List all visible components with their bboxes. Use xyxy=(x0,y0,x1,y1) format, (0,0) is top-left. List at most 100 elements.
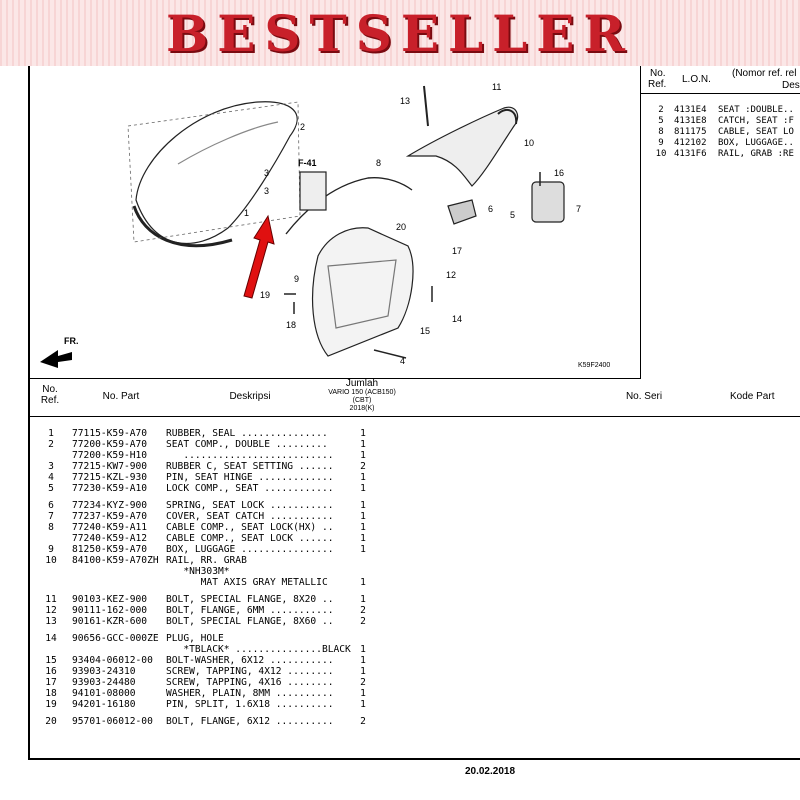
quantity: 1 xyxy=(360,594,366,605)
callout-number: 9 xyxy=(294,274,299,284)
callout-number: 5 xyxy=(510,210,515,220)
ref-number: 18 xyxy=(45,688,57,699)
col-seri: No. Seri xyxy=(625,391,663,402)
parts-table-divider xyxy=(28,416,800,417)
part-description: SCREW, TAPPING, 4X12 ........ xyxy=(166,666,334,677)
ref-desc: BOX, LUGGAGE.. xyxy=(718,138,794,148)
part-description: CABLE COMP., SEAT LOCK(HX) .. xyxy=(166,522,334,533)
footer-date: 20.02.2018 xyxy=(464,766,516,777)
part-number: 77200-K59-H10 xyxy=(72,450,148,461)
callout-number: 10 xyxy=(524,138,534,148)
part-description: BOX, LUGGAGE ................ xyxy=(166,544,334,555)
ref-number: 3 xyxy=(48,461,54,472)
part-description: PIN, SEAT HINGE ............. xyxy=(166,472,334,483)
callout-number: 2 xyxy=(300,122,305,132)
diagram-drawing: 1 2 3 3 4 5 6 7 8 9 10 11 12 13 14 15 16… xyxy=(40,82,581,368)
part-number: 84100-K59-A70ZH xyxy=(72,555,159,566)
quantity: 1 xyxy=(360,533,366,544)
quantity: 2 xyxy=(360,716,366,727)
seat-lock-cable xyxy=(285,176,413,235)
callout-number: 19 xyxy=(260,290,270,300)
part-number: 77200-K59-A70 xyxy=(72,439,148,450)
quantity: 1 xyxy=(360,483,366,494)
quantity: 1 xyxy=(360,666,366,677)
part-description: PLUG, HOLE xyxy=(166,633,224,644)
callout-number: 3 xyxy=(264,186,269,196)
part-description: RAIL, RR. GRAB xyxy=(166,555,247,566)
frame-label: F-41 xyxy=(298,158,317,168)
part-number: 77115-K59-A70 xyxy=(72,428,148,439)
quantity: 1 xyxy=(360,500,366,511)
part-number: 95701-06012-00 xyxy=(72,716,153,727)
seat-outline xyxy=(135,101,298,245)
part-description: BOLT, FLANGE, 6X12 .......... xyxy=(166,716,334,727)
callout-number: 17 xyxy=(452,246,462,256)
ref-desc: CABLE, SEAT LO xyxy=(718,127,794,137)
part-description: MAT AXIS GRAY METALLIC xyxy=(166,577,328,588)
col-year: 2018(K) xyxy=(349,405,375,412)
part-number: 77237-K59-A70 xyxy=(72,511,148,522)
callout-number: 12 xyxy=(446,270,456,280)
ref-number: 11 xyxy=(45,594,57,605)
quantity: 2 xyxy=(360,605,366,616)
part-description: LOCK COMP., SEAT ............ xyxy=(166,483,334,494)
part-number: 90656-GCC-000ZE xyxy=(72,633,159,644)
part-description: WASHER, PLAIN, 8MM .......... xyxy=(166,688,334,699)
quantity: 1 xyxy=(360,428,366,439)
part-number: 77215-KW7-900 xyxy=(72,461,148,472)
ref-number: 19 xyxy=(45,699,57,710)
ref-col-lon: L.O.N. xyxy=(682,74,711,85)
ref-number: 6 xyxy=(48,500,54,511)
callout-number: 11 xyxy=(492,82,501,92)
ref-number: 20 xyxy=(45,716,57,727)
exploded-diagram: 1 2 3 3 4 5 6 7 8 9 10 11 12 13 14 15 16… xyxy=(28,66,641,379)
seat-catch-cover xyxy=(531,181,565,223)
quantity: 1 xyxy=(360,439,366,450)
col-no: No. xyxy=(42,384,58,395)
part-number: 77240-K59-A11 xyxy=(72,522,148,533)
callout-number: 14 xyxy=(452,314,462,324)
ref-desc: RAIL, GRAB :RE xyxy=(718,149,794,159)
col-model: VARIO 150 (ACB150) xyxy=(328,389,396,396)
ref-col-no: No. xyxy=(650,68,666,79)
part-number: 93903-24480 xyxy=(72,677,136,688)
part-number: 94201-16180 xyxy=(72,699,136,710)
ref-lon: 412102 xyxy=(674,138,707,148)
part-number: 94101-08000 xyxy=(72,688,136,699)
callout-number: 8 xyxy=(376,158,381,168)
ref-lon: 4131F6 xyxy=(674,149,707,159)
callout-number: 4 xyxy=(400,356,405,366)
ref-number: 12 xyxy=(45,605,57,616)
part-number: 77234-KYZ-900 xyxy=(72,500,148,511)
ref-lon: 811175 xyxy=(674,127,707,137)
ref-number: 10 xyxy=(45,555,57,566)
diagram-code: K59F2400 xyxy=(578,362,611,369)
parts-sheet-frame xyxy=(28,66,800,760)
callout-number: 3 xyxy=(264,168,269,178)
front-arrow xyxy=(40,350,72,368)
ref-desc: CATCH, SEAT :F xyxy=(718,116,794,126)
ref-no: 5 xyxy=(658,116,664,126)
part-number: 77240-K59-A12 xyxy=(72,533,148,544)
ref-col-des: Des xyxy=(782,80,800,91)
col-qty: Jumlah xyxy=(345,378,379,389)
callout-number: 16 xyxy=(554,168,564,178)
part-description: *NH303M* xyxy=(166,566,230,577)
callout-number: 13 xyxy=(400,96,410,106)
ref-col-nomor: (Nomor ref. rel xyxy=(732,68,797,79)
part-description: CABLE COMP., SEAT LOCK ...... xyxy=(166,533,334,544)
part-description: RUBBER, SEAL ............... xyxy=(166,428,328,439)
part-description: .......................... xyxy=(166,450,334,461)
col-ref: Ref. xyxy=(40,395,60,406)
red-pointer-arrow xyxy=(243,214,275,299)
part-description: SEAT COMP., DOUBLE ......... xyxy=(166,439,328,450)
quantity: 1 xyxy=(360,655,366,666)
seat-lock-comp xyxy=(447,199,477,225)
part-number: 93903-24310 xyxy=(72,666,136,677)
banner-pattern xyxy=(0,0,800,66)
ref-no: 2 xyxy=(658,105,664,115)
seat-base xyxy=(132,205,233,248)
quantity: 1 xyxy=(360,577,366,588)
part-description: RUBBER C, SEAT SETTING ...... xyxy=(166,461,334,472)
